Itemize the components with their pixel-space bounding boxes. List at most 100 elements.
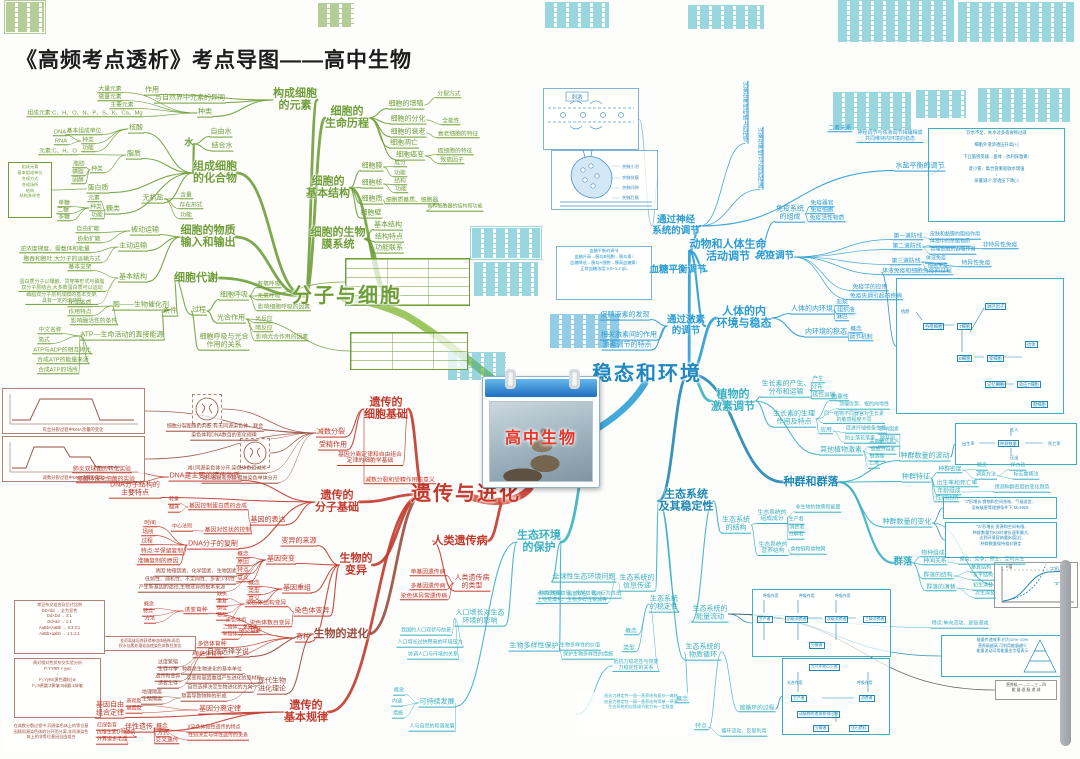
node-q1b2: 出生率和死亡率 bbox=[935, 480, 979, 488]
node-r4e3: 多倍体育种 bbox=[196, 641, 228, 649]
node-h1d: 细胞凋亡 bbox=[389, 139, 419, 149]
node-m1a: 条件 bbox=[162, 307, 178, 317]
box-bP bbox=[345, 258, 470, 306]
node-q1d4b: 次生演替 bbox=[973, 590, 997, 599]
node-h1b1: 全能性 bbox=[441, 118, 461, 126]
box-bG: “J”形增长:食物和空间充裕、气候适宜、没有敌害等理想条件下,Nt=N0λt bbox=[943, 497, 1057, 519]
node-r2c1: 时间 bbox=[143, 520, 157, 528]
node-s1: 细胞的 基本结构 bbox=[306, 175, 350, 200]
node-r4d: 染色体变异 bbox=[293, 607, 331, 617]
node-q1c: 种群数量的变化 bbox=[881, 518, 933, 528]
node-n2b: 内环境的稳态 bbox=[804, 328, 848, 338]
node-c1z2b: 磷脂 bbox=[71, 169, 85, 177]
node-q1d4a: 初生演替 bbox=[971, 582, 995, 591]
node-r4d1: 染色体结构变异 bbox=[244, 600, 288, 608]
node-n1d4c: 特异性免疫 bbox=[960, 260, 992, 268]
node-n1d1a: 免疫器官 bbox=[809, 200, 835, 208]
node-t1b: 主动运输 bbox=[118, 242, 148, 252]
node-c1n2a: DNA bbox=[52, 129, 68, 137]
node-t1c3: 磷脂双分子层构成膜的基本支架, 具有一定的流动性 bbox=[25, 291, 99, 306]
node-r5b: 现代生物 进化理论 bbox=[257, 677, 287, 695]
node-r4d1b: 重复 bbox=[215, 598, 229, 607]
node-m1b2b: 暗反应 bbox=[254, 325, 274, 333]
node-n1a: 通过神经 系统的调节 bbox=[652, 214, 700, 236]
box-bH: “S”形增长:资源和空间有限,种群数量为K/2时增长速率最大,达到环境容纳量(K… bbox=[945, 522, 1057, 558]
node-p1a: 生长素的产生、 分布和运输 bbox=[760, 380, 812, 398]
node-r6c2: 方式 bbox=[156, 730, 170, 738]
node-mc: 分子与细胞 bbox=[292, 284, 402, 307]
micro-text-cluster-6 bbox=[833, 92, 911, 130]
node-t1c1: 基本支架 bbox=[67, 264, 93, 272]
node-n2a3: 淋巴 bbox=[835, 314, 849, 322]
node-r2d1a: 转录 bbox=[167, 496, 181, 505]
node-w6c2: 保护生物多样性的措施 bbox=[561, 651, 615, 660]
node-m1b2c: 影响光合作用的因素 bbox=[254, 334, 310, 342]
scrollbar-thumb[interactable] bbox=[1060, 560, 1071, 746]
node-p1c2: 细胞分裂素 bbox=[869, 446, 897, 455]
node-w6b1: 水资源短缺、温室效应、酸雨、 土地荒漠化、生物多样性锐减等 bbox=[535, 590, 609, 605]
node-r3a1: 单基因遗传病 bbox=[409, 569, 447, 577]
node-e1c4: 组成元素:C、H、O、N、P、S、K、Ca、Mg bbox=[26, 110, 144, 118]
node-v1a2: 生态系统的 营养结构 bbox=[757, 542, 789, 556]
box-bK: 大气中的CO₂库光合作用呼吸作用生产者消费者动植物的遗体和排出物分解者化石燃料 bbox=[782, 658, 890, 735]
node-h1a: 细胞的增殖 bbox=[387, 100, 425, 110]
micro-text-cluster-4 bbox=[838, 0, 954, 42]
node-n1a2: 兴奋在神经元之间的传递 bbox=[756, 126, 764, 190]
node-r1a1: 细胞分裂图像的判断:有无同源染色体、联会 bbox=[165, 423, 265, 432]
box-bN: 营养级:一→二→三→四能 量:逐 级 递 减 bbox=[995, 680, 1057, 700]
node-r4b1: 概念 bbox=[236, 551, 250, 559]
node-n1c: 通过激素 的调节 bbox=[666, 314, 706, 336]
node-r4c2: 类型 bbox=[247, 588, 261, 596]
node-c1z: 脂质 bbox=[126, 150, 142, 160]
node-c1w2: 结合水 bbox=[210, 142, 234, 152]
node-r4e2c: 方法 bbox=[143, 615, 157, 624]
node-r5a3: 遗传和变异 bbox=[154, 673, 182, 682]
node-s1b: 细胞核 bbox=[360, 179, 384, 189]
node-r4e2a: 概念 bbox=[142, 601, 156, 610]
node-s1a1: 成分 bbox=[393, 160, 407, 168]
node-q1b1: 种群密度 bbox=[937, 466, 963, 474]
node-q1d3b: 水平结构 bbox=[971, 572, 995, 581]
box-bQ bbox=[350, 332, 468, 370]
node-p1c: 其他植物激素 bbox=[819, 446, 863, 456]
node-r4e2b: 特点 bbox=[141, 608, 155, 617]
node-r4d1a: 缺失 bbox=[215, 591, 229, 600]
node-c1d: 蛋白质 bbox=[86, 184, 110, 194]
node-q1b1c: 样方法 bbox=[1009, 462, 1027, 471]
node-c1t2b: 二糖 bbox=[56, 207, 70, 215]
node-m1b2: 光合作用 bbox=[216, 314, 246, 324]
node-n1d2a: 皮肤和黏膜的阻挡作用 bbox=[928, 231, 982, 240]
node-c1y2: 存在形式 bbox=[178, 202, 204, 210]
node-q1b1b: 调查方法 bbox=[974, 471, 998, 480]
node-n2: 人体的内 环境与稳态 bbox=[716, 305, 772, 330]
node-p1a3: 极性运输 bbox=[811, 392, 837, 400]
node-q1b3: 年龄组成 bbox=[936, 488, 962, 496]
node-n1d3: 第二道防线 bbox=[891, 243, 923, 251]
node-c1t2c: 多糖 bbox=[57, 214, 71, 222]
node-r2c4: 特点:半保留复制 bbox=[139, 548, 185, 556]
node-n2b2: 调节机制 bbox=[848, 334, 874, 342]
node-n1f: 二者关系 bbox=[827, 125, 853, 133]
node-c1z2: 种类 bbox=[90, 166, 104, 174]
node-r2c3: 过程 bbox=[140, 538, 154, 546]
node-h1e1: 癌细胞的特征 bbox=[436, 148, 474, 156]
node-r5b4a: 地理隔离 bbox=[140, 689, 164, 698]
node-n1d: 免疫调节 bbox=[755, 250, 795, 262]
node-p1b6: 防止落花落果、除草剂 bbox=[843, 435, 897, 444]
node-w6d3: 措施 bbox=[391, 710, 405, 719]
node-r2d2a: 中心法则 bbox=[170, 523, 194, 532]
page-title: 《高频考点透析》考点导图——高中生物 bbox=[16, 49, 412, 72]
node-m1b2a: 光反应 bbox=[254, 316, 274, 324]
node-s1c2: 各种细胞器的结构和功能 bbox=[426, 203, 484, 212]
node-t1: 细胞的物质 输入和输出 bbox=[180, 224, 236, 249]
node-n1d3b: 吞噬细胞的吞噬作用 bbox=[929, 246, 977, 255]
node-v1d: 生态系统的 信息传递 bbox=[618, 574, 656, 592]
node-r5b4: 隔离导致物种的形成 bbox=[180, 693, 228, 702]
center-photo: 高中生物 bbox=[489, 401, 593, 482]
node-m1b1b: 无氧呼吸 bbox=[256, 293, 282, 301]
node-s2c: 功能联系 bbox=[374, 244, 404, 254]
node-r4e4: 单倍体育种 bbox=[192, 651, 224, 659]
node-r4e: 育种 bbox=[295, 633, 311, 643]
node-r4b3: 特点 bbox=[236, 567, 250, 575]
